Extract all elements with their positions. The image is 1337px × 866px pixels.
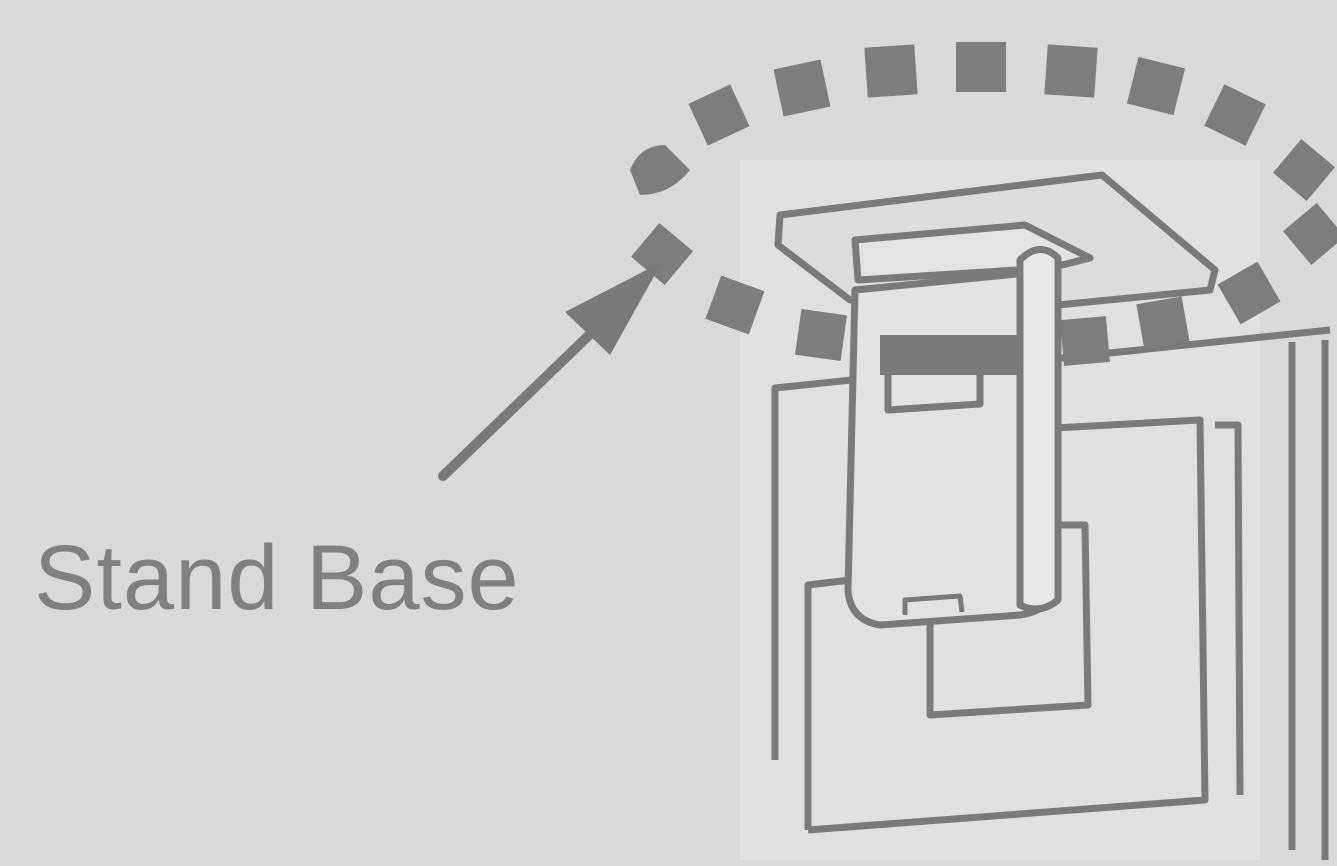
stand-foot-tab bbox=[902, 593, 965, 615]
highlight-dotted-ellipse bbox=[630, 42, 1337, 366]
arrow-shaft bbox=[438, 310, 615, 481]
stand-neck bbox=[844, 246, 1062, 629]
highlight-dot bbox=[1060, 316, 1110, 366]
inner-panel-right bbox=[807, 416, 1209, 834]
highlight-dot bbox=[1217, 261, 1281, 325]
highlight-dot bbox=[1273, 139, 1335, 201]
inner-panel-left bbox=[804, 576, 851, 830]
highlight-dot bbox=[630, 145, 690, 195]
highlight-dot bbox=[956, 42, 1006, 92]
highlight-dot bbox=[773, 59, 831, 117]
highlight-dot bbox=[1204, 84, 1266, 146]
callout-arrow bbox=[438, 262, 662, 481]
stand-latch bbox=[884, 370, 984, 414]
stand-latch-bar bbox=[880, 335, 1020, 375]
highlight-dot bbox=[1126, 56, 1186, 116]
highlight-dot bbox=[705, 275, 765, 335]
highlight-dot bbox=[631, 223, 693, 285]
highlight-dot bbox=[1283, 203, 1337, 265]
inner-panel-bevel bbox=[1215, 421, 1244, 796]
stand-base-label: Stand Base bbox=[34, 527, 520, 629]
highlight-dot bbox=[688, 84, 750, 146]
arrow-head bbox=[565, 262, 662, 355]
highlight-dot bbox=[795, 309, 847, 361]
highlight-dot bbox=[1044, 44, 1098, 98]
stand-neck-rail bbox=[1016, 246, 1062, 613]
stand-base bbox=[774, 171, 1219, 309]
highlight-dot bbox=[864, 44, 918, 98]
hinge-block bbox=[926, 521, 1092, 719]
highlight-dot bbox=[1136, 296, 1190, 350]
